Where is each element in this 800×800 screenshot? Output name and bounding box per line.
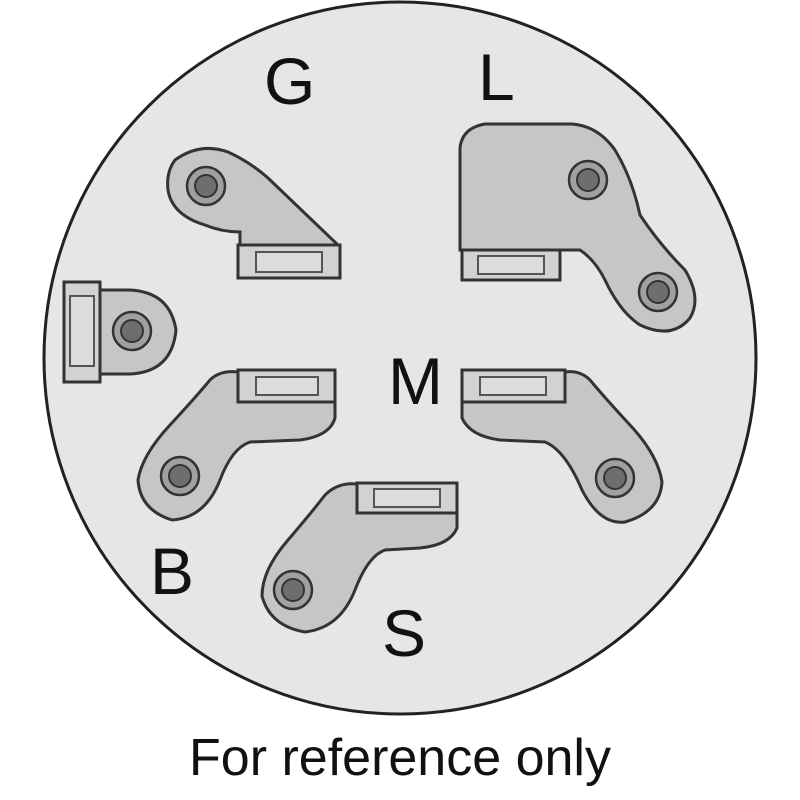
label-s: S <box>382 596 426 670</box>
label-b: B <box>150 534 194 608</box>
terminal-s <box>260 481 459 634</box>
label-m: M <box>388 344 443 418</box>
caption: For reference only <box>189 729 611 787</box>
terminal-g <box>166 146 342 280</box>
terminal-left <box>62 280 178 384</box>
label-l: L <box>478 40 515 114</box>
terminal-m <box>460 368 664 524</box>
terminal-l <box>458 122 697 333</box>
terminal-b <box>136 368 337 522</box>
label-g: G <box>264 44 315 118</box>
